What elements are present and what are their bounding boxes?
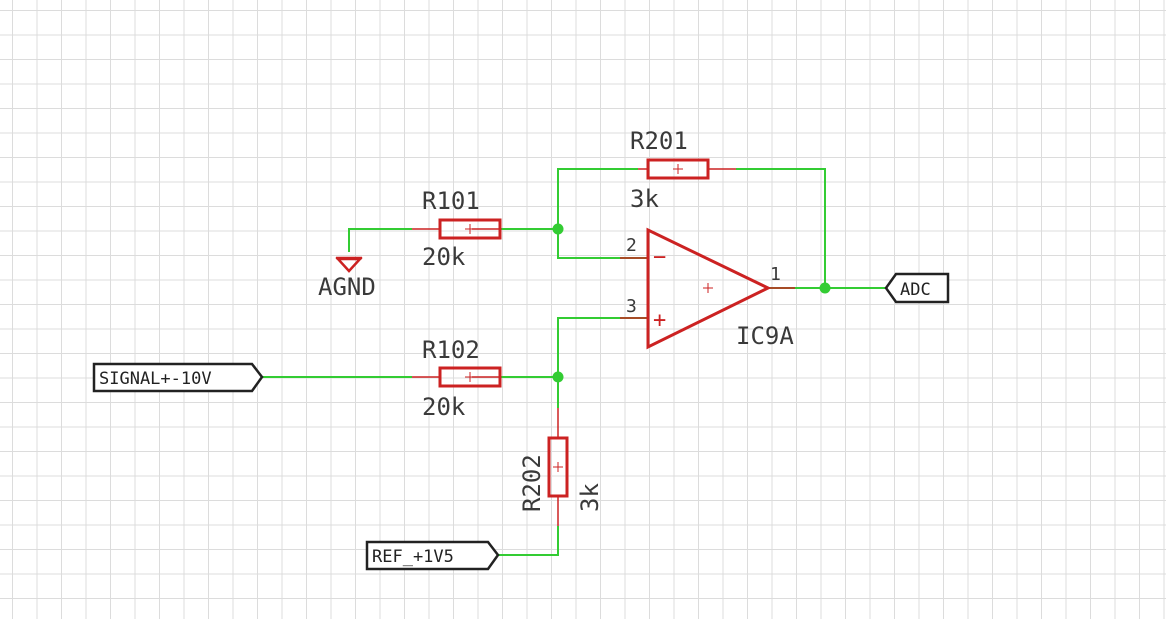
r202-name: R202 bbox=[518, 454, 546, 512]
agnd-symbol[interactable]: AGND bbox=[318, 256, 376, 301]
opamp-pin2-number: 2 bbox=[626, 235, 637, 256]
port-reference-outline bbox=[365, 540, 500, 571]
r201-name: R201 bbox=[630, 127, 688, 155]
port-adc[interactable]: ADC bbox=[884, 272, 950, 304]
wire-noninverting-input[interactable] bbox=[557, 317, 648, 377]
port-reference[interactable]: REF_+1V5 bbox=[365, 540, 500, 571]
r102-body bbox=[438, 366, 502, 388]
wire-r202-ref[interactable] bbox=[498, 526, 559, 556]
junction-noninverting[interactable] bbox=[552, 371, 564, 383]
resistor-r202[interactable]: R202 3k bbox=[518, 408, 604, 526]
opamp-minus-sign: − bbox=[653, 245, 666, 270]
r201-value: 3k bbox=[630, 185, 659, 213]
junction-output[interactable] bbox=[819, 282, 831, 294]
wire-feedback-right[interactable] bbox=[736, 168, 826, 288]
port-signal-outline bbox=[92, 362, 264, 393]
resistor-r201[interactable]: R201 3k bbox=[630, 127, 736, 213]
gnd-triangle-icon bbox=[335, 257, 363, 273]
port-adc-label: ADC bbox=[900, 280, 931, 300]
r101-body bbox=[438, 218, 502, 240]
opamp-triangle bbox=[646, 227, 772, 350]
r102-value: 20k bbox=[422, 393, 466, 421]
wires bbox=[262, 168, 886, 556]
port-reference-label: REF_+1V5 bbox=[372, 547, 454, 567]
wire-gnd-r101[interactable] bbox=[348, 228, 412, 252]
opamp-pin1-number: 1 bbox=[770, 264, 781, 285]
r102-name: R102 bbox=[422, 336, 480, 364]
opamp-ic9a[interactable]: − + 2 3 1 IC9A bbox=[620, 227, 795, 350]
resistor-r102[interactable]: R102 20k bbox=[412, 336, 502, 421]
resistor-r101[interactable]: R101 20k bbox=[412, 187, 502, 271]
port-signal[interactable]: SIGNAL+-10V bbox=[92, 362, 264, 393]
port-signal-label: SIGNAL+-10V bbox=[99, 369, 212, 389]
r201-body bbox=[646, 158, 710, 180]
r101-value: 20k bbox=[422, 243, 466, 271]
r101-name: R101 bbox=[422, 187, 480, 215]
r202-body bbox=[547, 436, 569, 498]
r202-value: 3k bbox=[576, 483, 604, 512]
opamp-pin3-number: 3 bbox=[626, 296, 637, 317]
agnd-label: AGND bbox=[318, 273, 376, 301]
opamp-name: IC9A bbox=[736, 322, 794, 350]
opamp-plus-sign: + bbox=[653, 308, 666, 333]
port-adc-outline bbox=[884, 272, 950, 304]
wire-feedback-left[interactable] bbox=[557, 168, 638, 229]
wire-inverting-input[interactable] bbox=[557, 229, 648, 259]
junction-inverting[interactable] bbox=[552, 223, 564, 235]
